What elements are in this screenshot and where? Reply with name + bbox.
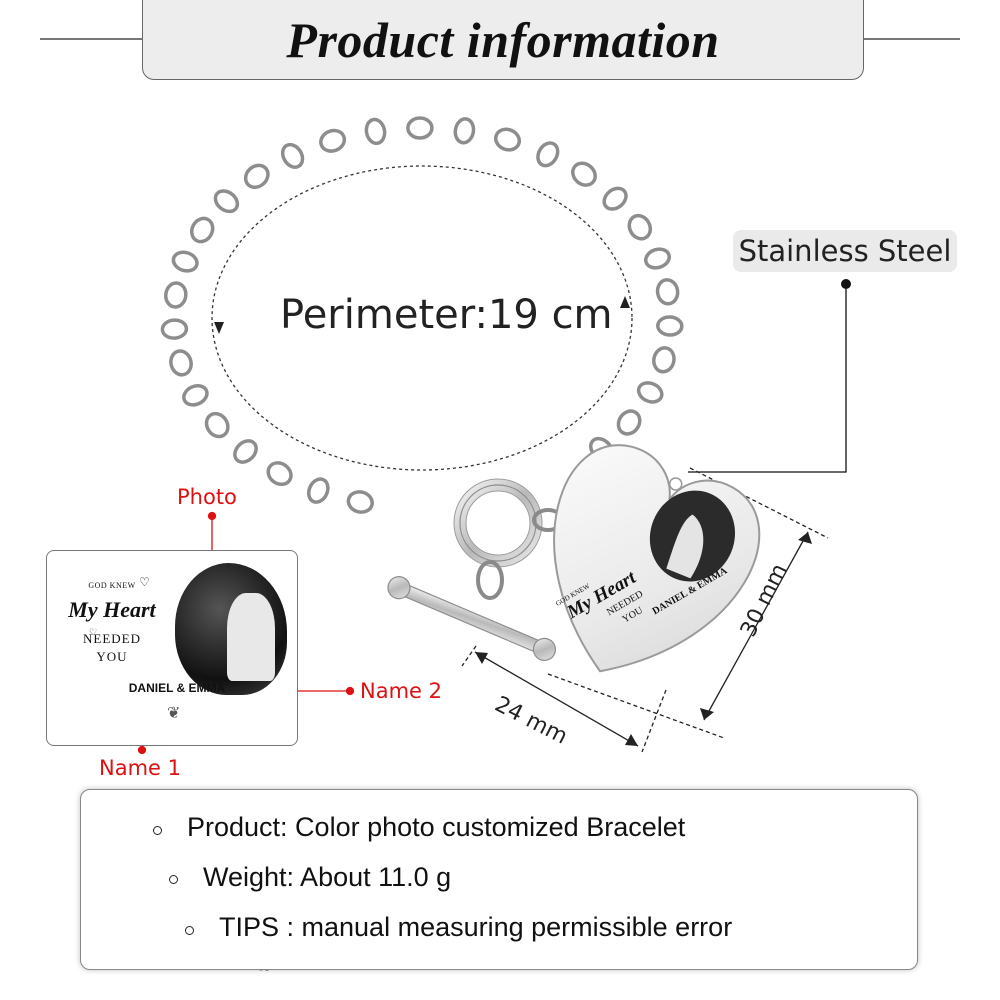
name2-callout: Name 2: [360, 679, 442, 703]
chain-link: [493, 127, 522, 152]
engraving-preview-card: GOD KNEW My Heart NEEDED YOU DANIEL & EM…: [46, 550, 298, 746]
chain-link: [171, 250, 199, 273]
chain-link: [204, 411, 230, 439]
chain-link: [233, 439, 258, 464]
chain-link: [652, 346, 676, 374]
title-banner: Product information: [142, 0, 864, 80]
product-info: Product: Color photo customized Bracelet: [187, 812, 686, 842]
arrow-left: [214, 322, 224, 334]
couple-photo: [175, 563, 287, 695]
photo-callout: Photo: [177, 485, 237, 509]
perimeter-guide: [211, 165, 633, 471]
page-title: Product information: [286, 11, 720, 68]
chain-link: [406, 116, 434, 140]
chain-link: [160, 318, 189, 340]
chain-link: [346, 490, 374, 514]
heart-pendant: [553, 444, 761, 673]
chain-link: [655, 278, 680, 306]
chain-link: [602, 186, 628, 211]
chain-link: [656, 315, 684, 337]
card-line2: My Heart: [68, 597, 156, 622]
material-leader: [688, 284, 847, 473]
arrow-right: [620, 296, 630, 308]
card-line4: YOU: [96, 649, 128, 664]
card-line1: GOD KNEW: [88, 581, 136, 590]
card-names: DANIEL & EMMA: [128, 681, 226, 695]
title-rule-left: [40, 38, 142, 40]
dimension-height: [547, 467, 829, 739]
chain-link: [627, 213, 653, 241]
card-line3: NEEDED: [83, 631, 141, 646]
material-label: Stainless Steel: [738, 234, 952, 268]
chain-link: [213, 189, 240, 214]
perimeter-label: Perimeter:19 cm: [280, 292, 613, 338]
chain-link: [266, 461, 293, 487]
tips-info: TIPS : manual measuring permissible erro…: [219, 912, 733, 942]
chain-link: [536, 141, 560, 168]
chain-link: [306, 477, 330, 504]
chain-link: [636, 381, 664, 404]
chain-link: [616, 409, 642, 436]
chain-link: [453, 117, 476, 145]
name1-callout: Name 1: [99, 756, 181, 780]
dimension-width: [461, 645, 667, 753]
bullet-icon: [185, 926, 194, 935]
chain-link: [189, 216, 215, 244]
chain-link: [364, 117, 387, 146]
chain-link: [164, 281, 188, 309]
toggle-bar: [387, 576, 557, 662]
chain-link: [169, 349, 193, 377]
laurel-icon: ❦: [167, 705, 181, 722]
chain-link: [644, 247, 671, 270]
name1-leader-dot: [137, 745, 147, 755]
title-rule-right: [864, 38, 960, 40]
bullet-icon: [153, 826, 162, 835]
weight-info: Weight: About 11.0 g: [203, 862, 452, 892]
chain-link: [243, 163, 270, 189]
info-panel: Product: Color photo customized Bracelet…: [80, 789, 918, 970]
chain-link: [280, 142, 305, 169]
material-tag: Stainless Steel: [733, 230, 957, 272]
heart-icon: ♡: [139, 575, 150, 589]
chain-link: [571, 161, 597, 187]
bullet-icon: [169, 875, 178, 884]
chain-link: [182, 383, 209, 407]
heart-icon-small: ♡: [89, 627, 98, 637]
chain-link: [319, 128, 347, 153]
